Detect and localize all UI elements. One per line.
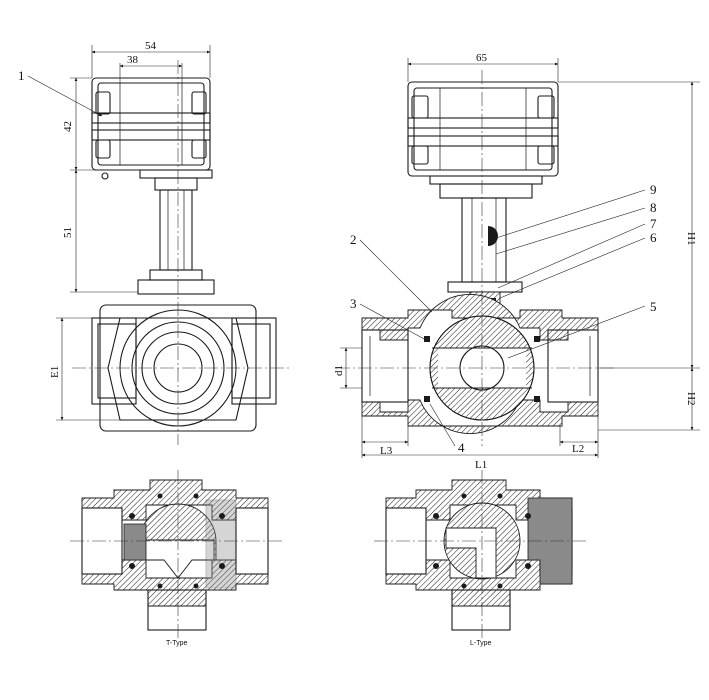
callout-8: 8 xyxy=(650,200,657,215)
dim-L2: L2 xyxy=(572,443,584,455)
section-view xyxy=(336,58,700,458)
dim-L3: L3 xyxy=(380,445,393,457)
side-view xyxy=(27,45,292,445)
callout-5: 5 xyxy=(650,299,657,314)
dim-65: 65 xyxy=(476,52,488,64)
callout-labels: 1 2 3 4 5 6 7 8 9 xyxy=(18,68,657,455)
callout-4: 4 xyxy=(458,440,465,455)
l-type-section: L-Type xyxy=(374,470,586,647)
caption-l-type: L-Type xyxy=(470,640,492,647)
callout-3: 3 xyxy=(350,296,357,311)
t-type-section: T-Type xyxy=(70,470,282,647)
dimension-labels: 54 38 42 51 E1 65 d1 H1 H2 L1 L2 L3 xyxy=(49,40,697,471)
callout-6: 6 xyxy=(650,230,657,245)
callout-7: 7 xyxy=(650,216,657,231)
dim-51: 51 xyxy=(62,227,74,238)
callout-1: 1 xyxy=(18,68,25,83)
dim-H1: H1 xyxy=(685,232,697,245)
dim-H2: H2 xyxy=(685,392,697,405)
dim-d1: d1 xyxy=(333,365,345,376)
dim-L1: L1 xyxy=(475,459,487,471)
caption-t-type: T-Type xyxy=(166,640,188,647)
dim-54: 54 xyxy=(145,40,157,52)
callout-9: 9 xyxy=(650,182,657,197)
callout-2: 2 xyxy=(350,232,357,247)
dim-42: 42 xyxy=(62,121,74,132)
dim-E1: E1 xyxy=(49,366,61,378)
dim-38: 38 xyxy=(127,54,139,66)
